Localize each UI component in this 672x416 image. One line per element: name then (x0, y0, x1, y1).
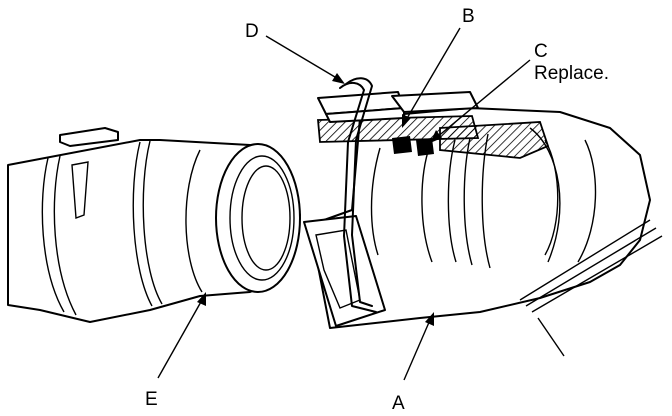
label-e: E (145, 389, 158, 410)
label-a: A (392, 393, 405, 414)
label-d: D (245, 21, 259, 42)
duct-hose-e (7, 127, 301, 323)
label-c-note: Replace. (534, 63, 609, 84)
clip-d (339, 77, 377, 313)
label-c: C (534, 41, 548, 62)
leader-lines (157, 27, 531, 381)
seal-c (392, 136, 434, 156)
housing-a (303, 107, 663, 357)
label-b: B (462, 6, 475, 27)
